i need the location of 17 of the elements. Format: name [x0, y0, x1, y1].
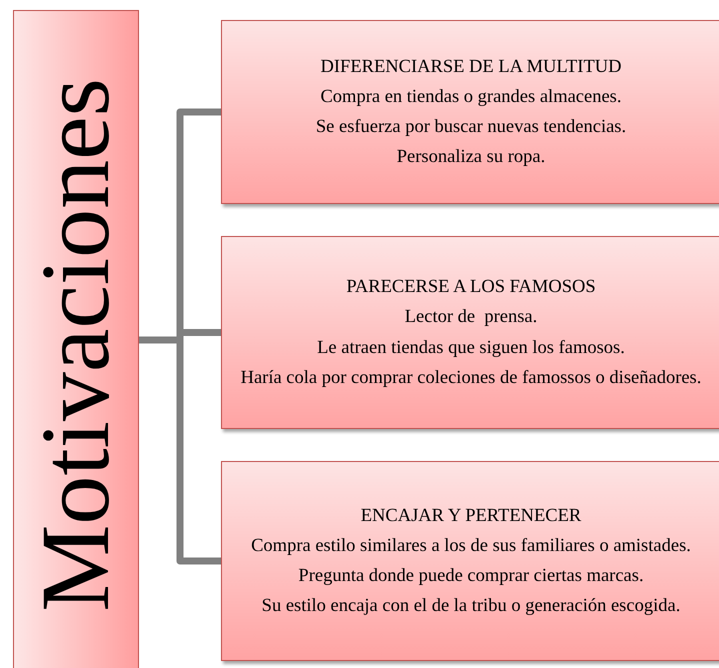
vertical-title: Motivaciones: [27, 78, 125, 612]
box-text: Se esfuerza por buscar nuevas tendencias.: [314, 116, 628, 138]
box-text: Su estilo encaja con el de la tribu o generación escogida.: [260, 595, 682, 618]
box-text: Compra en tiendas o grandes almacenes.: [319, 86, 623, 108]
topic-box: [221, 20, 719, 204]
box-heading: ENCAJAR Y PERTENECER: [360, 504, 582, 527]
box-text: Le atraen tiendas que siguen los famosos.: [316, 336, 626, 359]
box-heading: DIFERENCIARSE DE LA MULTITUD: [320, 56, 622, 78]
title-bar: [13, 10, 139, 668]
box-heading: PARECERSE A LOS FAMOSOS: [345, 276, 597, 298]
topic-box: [221, 236, 719, 429]
box-text: Lector de prensa.: [404, 306, 538, 328]
box-text: Personaliza su ropa.: [396, 146, 546, 168]
box-text: Compra estilo similares a los de sus familiares o amistades.: [250, 534, 692, 557]
box-text: Haría cola por comprar coleciones de famossos o diseñadores.: [240, 366, 702, 389]
box-text: Pregunta donde puede comprar ciertas marcas.: [297, 565, 645, 588]
topic-box: [221, 461, 719, 661]
